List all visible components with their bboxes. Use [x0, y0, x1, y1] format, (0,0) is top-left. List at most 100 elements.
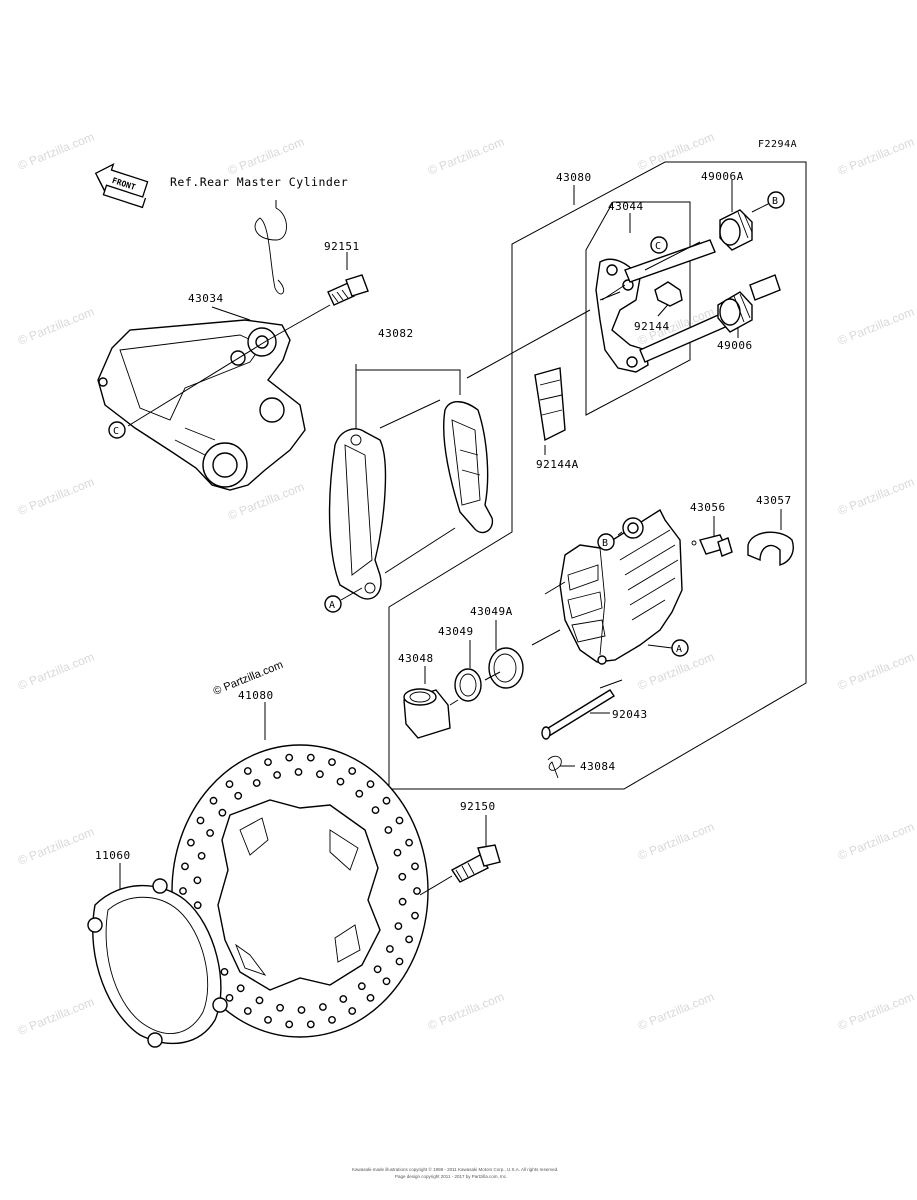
watermark: © Partzilla.com — [16, 650, 96, 693]
disc-vent-hole — [328, 1016, 336, 1024]
ref-note: Ref.Rear Master Cylinder — [170, 175, 348, 189]
part-label-43080: 43080 — [556, 171, 592, 184]
disc-vent-hole — [255, 996, 264, 1005]
leader-lines — [119, 180, 782, 890]
part-label-49006A: 49006A — [701, 170, 744, 183]
disc-vent-hole — [276, 1003, 284, 1012]
disc-vent-hole — [186, 838, 195, 847]
disc-vent-hole — [264, 758, 272, 766]
callout-b-1: B — [767, 191, 785, 209]
seal-43049A — [488, 647, 524, 689]
disc-vent-hole — [297, 1006, 306, 1014]
callout-c-1: C — [650, 236, 668, 254]
disc-vent-hole — [339, 995, 348, 1003]
part-label-43044: 43044 — [608, 200, 644, 213]
disc-vent-hole — [398, 872, 407, 881]
part-label-43057: 43057 — [756, 494, 792, 507]
watermark: © Partzilla.com — [16, 995, 96, 1038]
part-label-41080: 41080 — [238, 689, 274, 702]
svg-text:C: C — [113, 426, 119, 437]
svg-text:A: A — [676, 644, 682, 655]
pin-92043 — [541, 689, 615, 740]
disc-vent-hole — [196, 816, 205, 825]
disc-vent-hole — [193, 901, 202, 910]
disc-vent-hole — [395, 957, 404, 966]
part-label-43056: 43056 — [690, 501, 726, 514]
disc-vent-hole — [243, 767, 252, 775]
part-label-43034: 43034 — [188, 292, 224, 305]
part-label-11060: 11060 — [95, 849, 131, 862]
disc-vent-hole — [220, 968, 229, 976]
gasket-11060 — [87, 878, 228, 1048]
bolt-92150 — [450, 844, 501, 883]
seal-43049 — [454, 668, 482, 702]
disc-vent-hole — [382, 977, 391, 986]
brake-pad-outer — [328, 428, 387, 600]
disc-vent-hole — [411, 911, 419, 920]
footer-page-design: Page design copyright 2011 - 2017 by Par… — [395, 1174, 507, 1179]
disc-vent-hole — [394, 922, 403, 930]
watermark: © Partzilla.com — [636, 130, 716, 173]
disc-vent-hole — [355, 789, 364, 798]
watermark: © Partzilla.com — [426, 135, 506, 178]
callout-b-2: B — [597, 533, 615, 551]
disc-vent-hole — [411, 862, 419, 871]
disc-vent-hole — [285, 1020, 294, 1029]
disc-vent-hole — [315, 770, 324, 779]
caliper-bracket-43034 — [97, 319, 306, 491]
watermark: © Partzilla.com — [16, 825, 96, 868]
disc-vent-hole — [306, 753, 315, 762]
watermark: © Partzilla.com — [16, 130, 96, 173]
spring-92144A — [534, 367, 566, 442]
part-label-92150: 92150 — [460, 800, 496, 813]
disc-vent-hole — [373, 965, 382, 974]
footer-copyright: Kawasaki-made illustrations copyright © … — [352, 1166, 558, 1172]
disc-vent-hole — [405, 838, 413, 847]
part-label-43048: 43048 — [398, 652, 434, 665]
disc-vent-hole — [197, 852, 206, 860]
callout-a-1: A — [324, 587, 363, 613]
clip-92144 — [654, 281, 683, 307]
disc-vent-hole — [384, 826, 393, 834]
callout-c-2: C — [108, 421, 126, 439]
part-label-92043: 92043 — [612, 708, 648, 721]
part-label-43049A: 43049A — [470, 605, 513, 618]
clip-43084 — [547, 755, 562, 779]
part-label-92151: 92151 — [324, 240, 360, 253]
watermark: © Partzilla.com — [636, 820, 716, 863]
svg-text:A: A — [329, 600, 335, 611]
disc-vent-hole — [273, 771, 281, 779]
clip-wire — [254, 207, 287, 295]
svg-text:B: B — [772, 196, 778, 207]
brake-pad-inner — [442, 401, 494, 534]
watermark: © Partzilla.com — [836, 475, 916, 518]
disc-vent-hole — [236, 984, 245, 993]
part-labels: 43080 49006A 43044 92151 43034 43082 921… — [95, 170, 792, 862]
part-label-43082: 43082 — [378, 327, 414, 340]
disc-vent-hole — [398, 897, 407, 906]
disc-vent-hole — [348, 1007, 357, 1015]
svg-text:B: B — [602, 538, 608, 549]
disc-vent-hole — [405, 935, 413, 944]
caliper-body — [559, 508, 697, 665]
disc-vent-hole — [336, 777, 345, 786]
disc-vent-hole — [328, 758, 336, 766]
part-label-92144A: 92144A — [536, 458, 579, 471]
disc-vent-hole — [218, 808, 227, 817]
disc-vent-hole — [348, 767, 357, 775]
disc-vent-hole — [264, 1016, 272, 1024]
boot-49006 — [717, 291, 753, 333]
disc-vent-hole — [179, 887, 187, 895]
watermark: © Partzilla.com — [836, 305, 916, 348]
bolt-92151 — [327, 274, 369, 306]
slide-pin-upper — [624, 239, 716, 283]
disc-vent-hole — [366, 780, 375, 788]
bracket-assembly-frame — [585, 201, 691, 416]
bleed-cap-43057 — [747, 531, 794, 566]
watermark: © Partzilla.com — [16, 475, 96, 518]
disc-vent-hole — [413, 887, 421, 895]
slide-pin-49006 — [749, 274, 781, 301]
disc-vent-hole — [193, 876, 202, 885]
disc-vent-hole — [243, 1007, 252, 1015]
brake-disc-41080 — [171, 744, 429, 1038]
